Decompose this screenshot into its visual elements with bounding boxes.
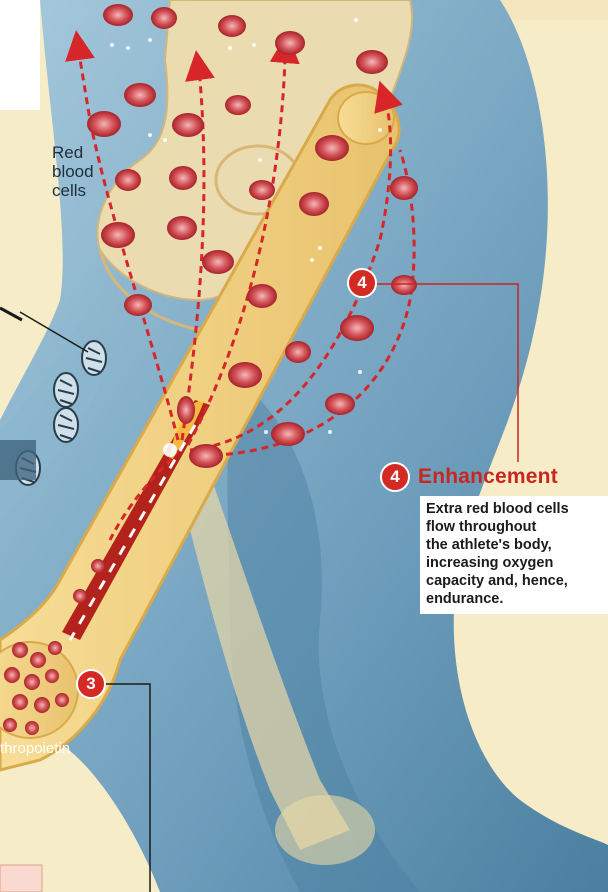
hormone-label: thropoietin	[0, 740, 70, 757]
femur-head	[338, 92, 394, 144]
step4-badge-marker: 4	[347, 268, 377, 298]
step3-badge: 3	[76, 669, 106, 699]
step4-badge: 4	[380, 462, 410, 492]
red-blood-cells-label: Red blood cells	[52, 143, 94, 200]
dark-region	[0, 440, 36, 480]
step4-callout-header: 4 Enhancement	[380, 462, 558, 492]
step4-callout: Extra red blood cells flow throughout th…	[420, 496, 608, 614]
upper-left-panel	[0, 0, 40, 110]
knee-joint	[275, 795, 375, 865]
step4-description: Extra red blood cells flow throughout th…	[426, 500, 604, 608]
step4-title: Enhancement	[418, 465, 558, 489]
flow-origin-spark	[163, 443, 177, 457]
bottom-left-box	[0, 865, 42, 892]
